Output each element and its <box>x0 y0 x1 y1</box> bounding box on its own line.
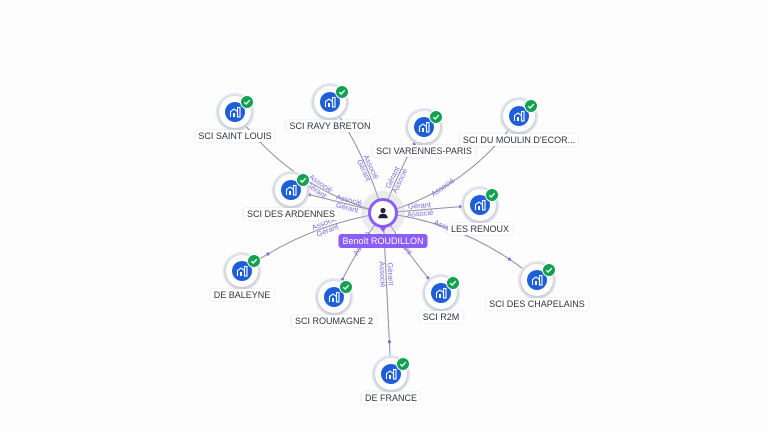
check-icon <box>296 173 310 187</box>
company-node-label[interactable]: DE BALEYNE <box>210 289 274 301</box>
company-node-label[interactable]: SCI DES CHAPELAINS <box>486 298 588 310</box>
building-icon <box>320 92 340 112</box>
edge-label-renoux: Gérant <box>408 200 433 211</box>
company-node-circle[interactable] <box>226 255 258 287</box>
person-icon <box>378 207 388 219</box>
edge-label-de-france: Associé <box>377 261 387 288</box>
company-node-label[interactable]: SCI R2M <box>419 311 463 323</box>
check-icon <box>485 188 499 202</box>
check-icon <box>542 263 556 277</box>
building-icon <box>414 117 434 137</box>
edge-label-moulin-decor: Associé <box>429 176 456 199</box>
company-node-circle[interactable] <box>314 86 346 118</box>
company-node-label[interactable]: SCI RAVY BRETON <box>286 120 374 132</box>
company-node-label[interactable]: LES RENOUX <box>447 223 513 235</box>
center-pointer <box>378 225 388 232</box>
building-icon <box>232 261 252 281</box>
company-node-circle[interactable] <box>318 281 350 313</box>
company-node-label[interactable]: SCI VARENNES-PARIS <box>373 145 475 157</box>
check-icon <box>240 95 254 109</box>
building-icon <box>225 102 245 122</box>
company-node-label[interactable]: SCI DES ARDENNES <box>243 208 339 220</box>
edge-label-de-france: Gérant <box>385 262 395 286</box>
building-icon <box>324 287 344 307</box>
check-icon <box>335 85 349 99</box>
edge-marker-de-france <box>387 340 391 344</box>
building-icon <box>527 270 547 290</box>
edge-marker-r2m <box>426 276 430 280</box>
edge-moulin-decor <box>382 115 520 214</box>
check-icon <box>247 254 261 268</box>
edge-marker-baleyne <box>266 252 270 256</box>
edge-marker-ardennes <box>307 193 311 197</box>
check-icon <box>524 99 538 113</box>
center-name-label[interactable]: Benoît ROUDILLON <box>338 234 428 248</box>
building-icon <box>470 195 490 215</box>
check-icon <box>339 280 353 294</box>
building-icon <box>381 364 401 384</box>
company-node-label[interactable]: DE FRANCE <box>361 392 421 404</box>
edge-label-renoux: Associé <box>407 208 434 219</box>
check-icon <box>396 357 410 371</box>
check-icon <box>429 110 443 124</box>
company-node-label[interactable]: SCI DU MOULIN D'ECOR... <box>459 134 579 146</box>
building-icon <box>281 180 301 200</box>
center-circle[interactable] <box>368 198 398 228</box>
check-icon <box>446 276 460 290</box>
building-icon <box>431 283 451 303</box>
company-node-label[interactable]: SCI SAINT LOUIS <box>195 130 275 142</box>
edge-marker-renoux <box>459 205 463 209</box>
edge-marker-varennes-paris <box>412 141 417 146</box>
company-node-label[interactable]: SCI ROUMAGNE 2 <box>291 315 377 327</box>
building-icon <box>509 106 529 126</box>
edge-marker-chapelains <box>507 257 512 261</box>
